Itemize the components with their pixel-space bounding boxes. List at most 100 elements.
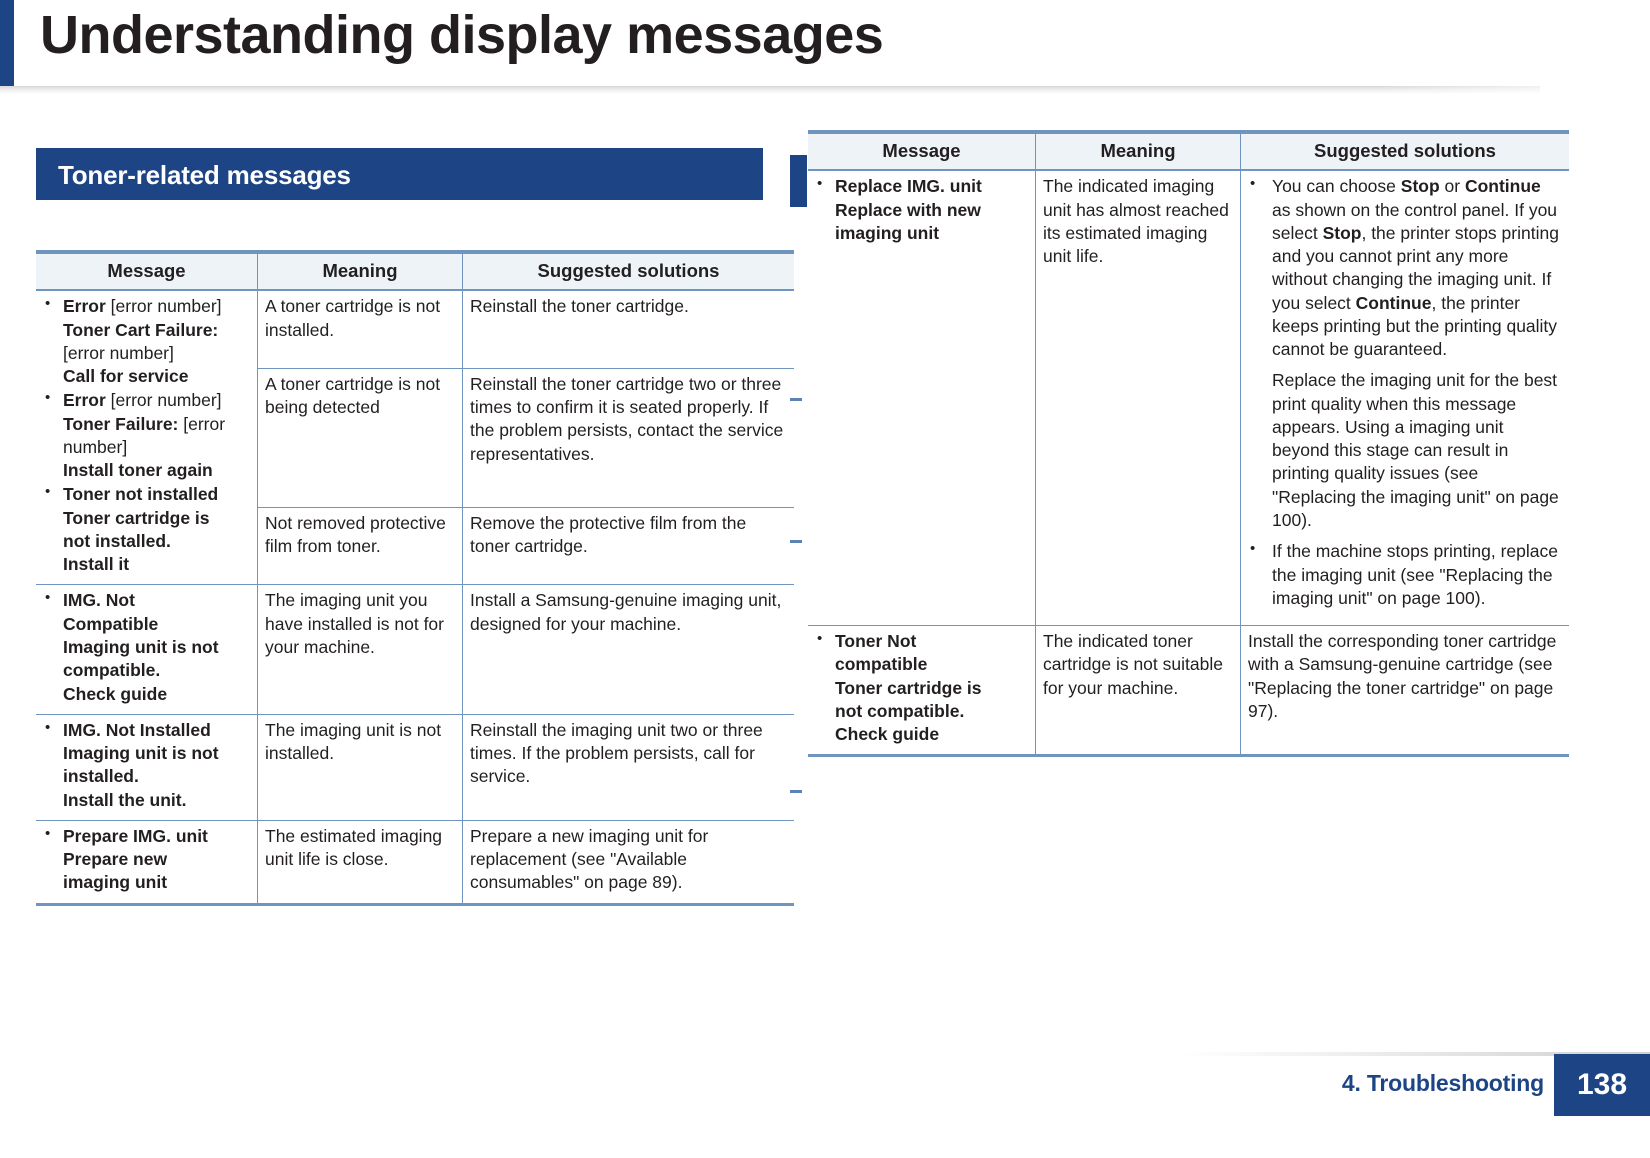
meaning-cell: A toner cartridge is not installed. [257,289,463,369]
bold-text-run: Stop [1400,176,1440,197]
text-run: [error number] [105,390,222,411]
bold-text-run: IMG. Not Installed [63,719,211,740]
message-line: number] [63,436,250,459]
message-line: Install toner again [63,459,250,482]
column-header-solutions: Suggested solutions [462,249,794,292]
meaning-cell: The indicated toner cartridge is not sui… [1035,625,1241,758]
message-line: Error [error number] [63,295,250,318]
section-heading-label: Toner-related messages [58,160,351,190]
table-header-row: Message Meaning Suggested solutions [36,249,794,292]
bold-text-run: Call for service [63,366,189,387]
message-line: Imaging unit is not [63,742,250,765]
table-row: A toner cartridge is not being detected … [36,367,794,508]
message-line: Toner cartridge is [63,507,250,530]
message-line: Replace IMG. unit [835,175,1028,198]
message-bullet-item: Error [error number]Toner Failure: [erro… [43,388,250,482]
column-header-meaning: Meaning [1035,129,1241,172]
bold-text-run: Prepare IMG. unit [63,825,208,846]
solution-cell: Reinstall the toner cartridge two or thr… [462,367,794,508]
bold-text-run: not compatible. [835,700,965,721]
table-left-header: Message Meaning Suggested solutions [36,249,794,292]
table-right-header: Message Meaning Suggested solutions [808,129,1569,172]
bold-text-run: Continue [1355,292,1432,313]
message-line: imaging unit [835,222,1028,245]
bold-text-run: Check guide [835,724,940,745]
text-run: Install the corresponding toner cartridg… [1248,631,1557,721]
bold-text-run: Check guide [63,683,168,704]
solution-cell: You can choose Stop or Continue as shown… [1240,169,1569,627]
meaning-cell: A toner cartridge is not being detected [257,367,463,508]
bold-text-run: IMG. Not [63,590,135,611]
bold-text-run: Imaging unit is not [63,636,219,657]
section-heading-band: Toner-related messages [36,148,763,200]
bold-text-run: compatible [835,654,928,675]
message-line: installed. [63,765,250,788]
bold-text-run: Toner Cart Failure: [63,319,219,340]
solution-continuation-item: Replace the imaging unit for the best pr… [1248,369,1562,532]
chapter-tab-tick-3 [790,540,802,543]
header-divider-fade [1380,86,1650,94]
bold-text-run: Compatible [63,613,159,634]
table-header-row: Message Meaning Suggested solutions [808,129,1569,172]
solution-text: Install the corresponding toner cartridg… [1248,630,1562,723]
bold-text-run: Install the unit. [63,789,187,810]
bold-text-run: Replace IMG. unit [835,176,982,197]
message-line: Check guide [835,723,1028,746]
chapter-tab-marker [790,155,807,207]
text-run: [error number] [63,342,174,363]
bold-text-run: Install toner again [63,460,213,481]
bold-text-run: Install it [63,554,130,575]
chapter-tab-tick-2 [790,398,802,401]
bold-text-run: installed. [63,766,139,787]
page-title: Understanding display messages [40,5,884,65]
table-left-body: Error [error number]Toner Cart Failure:[… [36,289,794,906]
text-run: [error number] [105,296,222,317]
bold-text-run: Toner Failure: [63,413,179,434]
message-line: Prepare new [63,848,250,871]
message-cell-group-1: Error [error number]Toner Cart Failure:[… [36,289,258,586]
solution-bullet-list: You can choose Stop or Continue as shown… [1248,174,1562,610]
bold-text-run: Stop [1322,222,1362,243]
bold-text-run: Imaging unit is not [63,743,219,764]
bold-text-run: Continue [1464,176,1541,197]
column-header-message: Message [36,249,258,292]
column-header-solutions: Suggested solutions [1240,129,1569,172]
message-line: compatible. [63,659,250,682]
text-run: as shown on the control panel. If you se… [1272,199,1558,243]
message-line: Install the unit. [63,789,250,812]
solution-cell: Prepare a new imaging unit for replaceme… [462,819,794,906]
message-line: not compatible. [835,700,1028,723]
message-line: Imaging unit is not [63,636,250,659]
message-line: imaging unit [63,871,250,894]
message-line: Call for service [63,365,250,388]
solution-cell: Install a Samsung-genuine imaging unit, … [462,584,794,715]
message-line: Toner Failure: [error [63,413,250,436]
chapter-tab-tick-4 [790,790,802,793]
meaning-cell: The imaging unit you have installed is n… [257,584,463,715]
message-line: Replace with new [835,199,1028,222]
meaning-cell: The estimated imaging unit life is close… [257,819,463,906]
message-line: Compatible [63,613,250,636]
solution-bullet-item: You can choose Stop or Continue as shown… [1248,174,1562,361]
bold-text-run: Error [63,390,106,411]
column-header-message: Message [808,129,1036,172]
bold-text-run: imaging unit [835,222,940,243]
bold-text-run: compatible. [63,660,161,681]
message-line: compatible [835,653,1028,676]
bold-text-run: Toner not installed [63,484,219,505]
message-line: Toner cartridge is [835,677,1028,700]
footer-chapter-label: 4. Troubleshooting [1341,1070,1544,1096]
message-line: IMG. Not Installed [63,719,250,742]
bold-text-run: Replace with new [835,199,981,220]
